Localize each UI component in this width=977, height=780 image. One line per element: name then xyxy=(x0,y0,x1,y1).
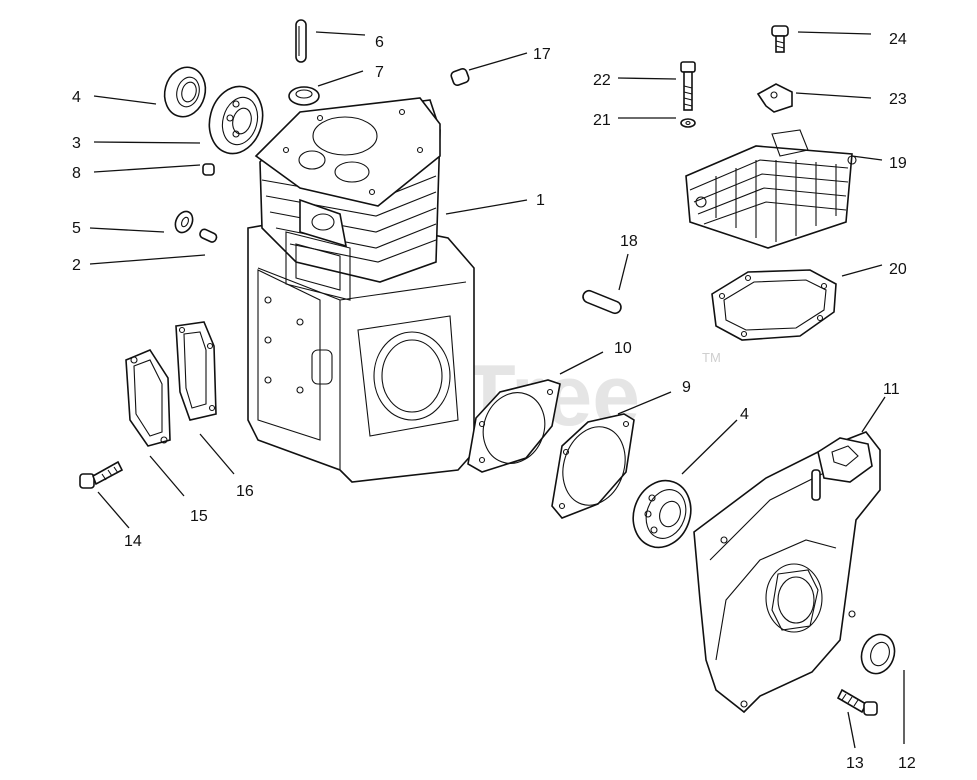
callout-13: 13 xyxy=(846,755,864,772)
callout-2: 2 xyxy=(72,257,81,274)
part-1-cylinder-block[interactable] xyxy=(247,97,475,483)
part-22-bolt[interactable] xyxy=(680,61,696,111)
part-20-head-gasket[interactable] xyxy=(711,269,837,341)
callout-1: 1 xyxy=(536,192,545,209)
part-15-cover-plate[interactable] xyxy=(125,349,171,447)
callout-4-lower: 4 xyxy=(740,406,749,423)
part-6-pin[interactable] xyxy=(295,19,307,63)
callout-5: 5 xyxy=(72,220,81,237)
callout-11: 11 xyxy=(883,381,900,398)
part-4-oil-seal[interactable] xyxy=(159,63,211,122)
part-17-plug[interactable] xyxy=(450,68,470,87)
callout-23: 23 xyxy=(889,91,907,108)
callout-19: 19 xyxy=(889,155,907,172)
part-4-ball-bearing[interactable] xyxy=(624,472,700,555)
callout-4-top: 4 xyxy=(72,89,81,106)
callout-24: 24 xyxy=(889,31,907,48)
callout-16: 16 xyxy=(236,483,254,500)
part-18-pin[interactable] xyxy=(581,289,623,315)
callout-8: 8 xyxy=(72,165,81,182)
watermark-trademark: TM xyxy=(702,350,721,365)
callout-22: 22 xyxy=(593,72,611,89)
part-8-plug[interactable] xyxy=(202,163,215,176)
callout-9: 9 xyxy=(682,379,691,396)
callout-15: 15 xyxy=(190,508,208,525)
callout-6: 6 xyxy=(375,34,384,51)
part-9-gasket[interactable] xyxy=(551,413,635,519)
callout-18: 18 xyxy=(620,233,638,250)
callout-17: 17 xyxy=(533,46,551,63)
part-3-ball-bearing[interactable] xyxy=(202,80,270,159)
callout-3: 3 xyxy=(72,135,81,152)
part-19-cylinder-head[interactable] xyxy=(685,129,857,249)
part-21-washer[interactable] xyxy=(680,118,696,128)
part-14-bolt[interactable] xyxy=(79,460,124,489)
callout-7: 7 xyxy=(375,64,384,81)
callout-12: 12 xyxy=(898,755,916,772)
leader-lines xyxy=(89,31,905,749)
part-16-gasket[interactable] xyxy=(175,321,217,421)
part-10-gasket[interactable] xyxy=(467,379,561,473)
part-23-clip[interactable] xyxy=(756,83,793,113)
callout-21: 21 xyxy=(593,112,611,129)
callout-20: 20 xyxy=(889,261,907,278)
part-2-dowel[interactable] xyxy=(199,228,218,243)
part-12-oil-seal[interactable] xyxy=(856,630,900,679)
part-11-gear-cover[interactable] xyxy=(693,431,881,714)
callout-14: 14 xyxy=(124,533,142,550)
part-7-ring[interactable] xyxy=(288,86,320,106)
callout-10: 10 xyxy=(614,340,632,357)
part-13-bolt[interactable] xyxy=(836,688,878,716)
callout-labels: 6 7 17 4 3 8 5 2 1 22 21 24 23 19 18 20 … xyxy=(72,31,916,772)
part-24-screw[interactable] xyxy=(771,25,789,53)
part-5-washer[interactable] xyxy=(172,209,196,236)
